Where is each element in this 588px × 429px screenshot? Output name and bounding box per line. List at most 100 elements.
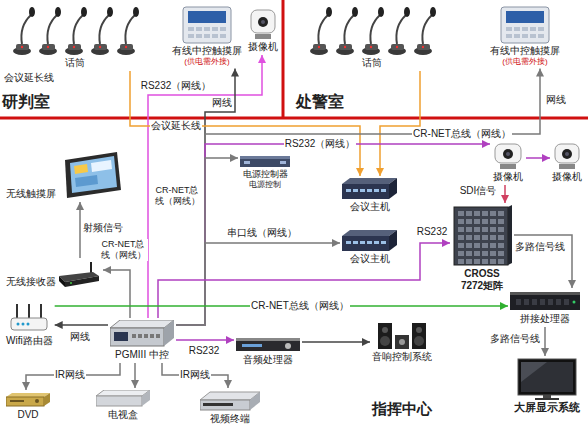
line-label: CR-NET总线（网线） [412,128,512,140]
device-node: 大屏显示系统 [512,356,582,416]
icon-part [396,46,398,48]
icon-part [144,334,148,338]
icon-part [367,189,372,192]
device-node: DVD [4,390,52,423]
device-caption: 视频终端 [210,413,250,425]
line-label: 串口线（网线） [226,227,298,239]
device-caption: 大屏显示系统 [514,401,580,414]
icon-part [133,7,139,17]
line-label: IR网线 [179,369,211,381]
icon-part [389,230,397,251]
line-label: CR-NET总线（网线） [153,185,202,207]
device-node: 会议主机 [340,176,399,215]
icon-part [506,152,510,156]
icon-part [495,144,521,163]
line-label: IR网线 [54,369,86,381]
icon-part [548,299,553,305]
icon-part [555,144,579,163]
caption-group: 会议主机 [350,201,390,213]
icon-part [490,243,496,248]
caption-group: 有线中控触摸屏(供电需外接) [490,45,560,67]
icon-part [261,20,265,24]
icon-part [188,34,194,38]
device-caption: 音响控制系统 [372,351,432,363]
device-caption: DVD [17,409,38,421]
icon-part [196,34,202,38]
icon-part [99,15,109,44]
device-icon [307,6,437,56]
device-icon [452,205,512,267]
icon-part [96,390,150,396]
icon-part [498,211,504,216]
device-node: 音响控制系统 [370,318,434,365]
connector [176,69,540,325]
caption-group: 话筒 [65,57,85,69]
icon-part [498,243,504,248]
caption-group: 摄像机 [552,171,582,183]
icon-part [156,334,160,338]
device-node: 电视盒 [94,388,152,423]
device-icon [376,320,428,350]
connector [544,327,546,356]
connector [302,341,370,343]
icon-part [353,189,358,192]
icon-part [498,259,504,264]
connector [176,158,238,325]
icon-part [313,44,326,50]
icon-part [94,44,107,50]
icon-part [521,362,547,382]
icon-part [344,46,346,48]
icon-part [430,7,436,17]
device-caption: Wifi路由器 [6,335,53,347]
icon-part [466,243,472,248]
device-caption: 有线中控触摸屏 [490,45,560,57]
note-label: 会议延长线 [4,72,54,84]
icon-part [540,299,545,305]
icon-part [510,292,580,310]
icon-part [339,44,352,50]
icon-part [251,10,275,33]
icon-part [559,164,575,169]
device-caption: 无线接收器 [6,276,56,288]
connector [55,324,108,326]
icon-part [503,149,513,159]
icon-part [65,276,99,287]
icon-part [514,27,520,31]
icon-part [506,11,544,23]
icon-part [99,46,101,48]
icon-part [255,34,271,39]
caption-group: 拼接处理器 [520,313,570,325]
caption-group: 会议主机 [350,253,390,265]
icon-part [250,392,260,410]
connector [380,71,420,176]
icon-part [532,299,537,305]
device-caption: 会议主机 [350,201,390,213]
device-node: Wifi路由器 [4,300,55,349]
icon-part [466,235,472,240]
icon-part [530,27,536,31]
icon-part [188,11,226,23]
icon-part [395,335,409,349]
icon-part [220,27,226,31]
divider-line [0,117,588,120]
icon-part [370,15,380,44]
icon-part [501,7,549,43]
icon-part [220,34,226,38]
icon-part [530,34,536,38]
room-name: 处警室 [296,92,344,111]
icon-part [556,299,561,305]
icon-part [573,301,576,304]
device-caption: 摄像机 [493,171,523,183]
icon-part [142,390,150,406]
icon-part [47,46,49,48]
line-label: 射频信号 [82,222,124,234]
icon-part [164,320,174,346]
icon-part [458,235,464,240]
icon-part [482,251,488,256]
icon-part [482,259,488,264]
icon-part [342,236,389,251]
icon-part [352,7,358,17]
device-caption: 音频处理器 [243,354,293,366]
icon-part [21,15,31,44]
icon-part [367,241,372,244]
